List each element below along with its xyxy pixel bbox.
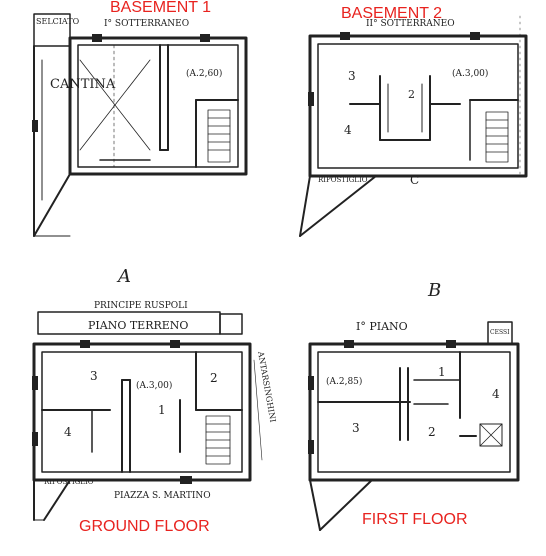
first-room-3-label: 3 — [352, 421, 360, 435]
first-floor-height-label: (A.2,85) — [326, 376, 362, 387]
basement-1-outer-wall — [68, 36, 248, 176]
ground-floor-title: GROUND FLOOR — [79, 518, 210, 535]
ground-room-1-label: 1 — [158, 403, 166, 417]
first-floor-name-label: I° PIANO — [356, 320, 408, 333]
basement-2-room-4-label: 4 — [344, 123, 352, 137]
first-floor-title: FIRST FLOOR — [362, 511, 468, 528]
basement-2-stairs — [485, 111, 509, 163]
ground-floor-plan — [32, 311, 263, 521]
selciato-label: SELCIATO — [36, 17, 80, 26]
ground-height-label: (A.3,00) — [136, 380, 172, 391]
cessi-label: CESSI — [490, 329, 510, 336]
basement-1-inner-wall — [77, 44, 239, 168]
side-street-label: ANTARSINGHINI — [256, 350, 278, 423]
basement-2-plan — [299, 15, 528, 237]
ground-floor-stairs — [205, 415, 231, 465]
principe-ruspoli-label: PRINCIPE RUSPOLI — [94, 301, 188, 311]
piazza-label: PIAZZA S. MARTINO — [114, 491, 211, 501]
basement-1-triangle-edge — [33, 173, 71, 237]
first-room-1-label: 1 — [438, 365, 446, 379]
piano-terreno-label: PIANO TERRENO — [88, 319, 188, 332]
first-floor-outer-wall — [308, 342, 520, 482]
basement-2-room-c-label: C — [410, 173, 419, 187]
sheet-a-label: A — [116, 266, 131, 287]
first-room-2-label: 2 — [428, 425, 436, 439]
ground-floor-outer-wall — [32, 342, 252, 482]
basement-2-header-label: II° SOTTERRANEO — [366, 19, 455, 29]
basement-2-room-3-label: 3 — [348, 69, 356, 83]
ground-room-4-label: 4 — [64, 425, 72, 439]
basement-1-stairs — [207, 109, 231, 163]
basement-2-height-label: (A.3,00) — [452, 68, 488, 79]
ground-ripostiglio-label: RIPOSTIGLIO — [44, 478, 94, 486]
first-room-4-label: 4 — [492, 387, 500, 401]
ground-room-3-label: 3 — [90, 369, 98, 383]
basement-1-plan — [32, 13, 248, 237]
basement-1-header-label: I° SOTTERRANEO — [104, 19, 189, 29]
basement-2-triangle-edge — [299, 175, 311, 237]
sheet-b-label: B — [427, 280, 441, 301]
selciato-box — [33, 13, 71, 47]
first-floor-plan — [308, 321, 520, 531]
basement-2-misc-label: 2 — [408, 88, 415, 101]
basement-1-title: BASEMENT 1 — [110, 0, 212, 16]
ground-room-2-label: 2 — [210, 371, 218, 385]
cantina-label: CANTINA — [50, 77, 116, 92]
basement-2-outer-wall — [308, 34, 528, 178]
basement-2-ripostiglio-label: RIPOSTIGLIO — [318, 176, 368, 184]
basement-2-title: BASEMENT 2 — [341, 5, 443, 22]
basement-1-height-label: (A.2,60) — [186, 68, 222, 79]
